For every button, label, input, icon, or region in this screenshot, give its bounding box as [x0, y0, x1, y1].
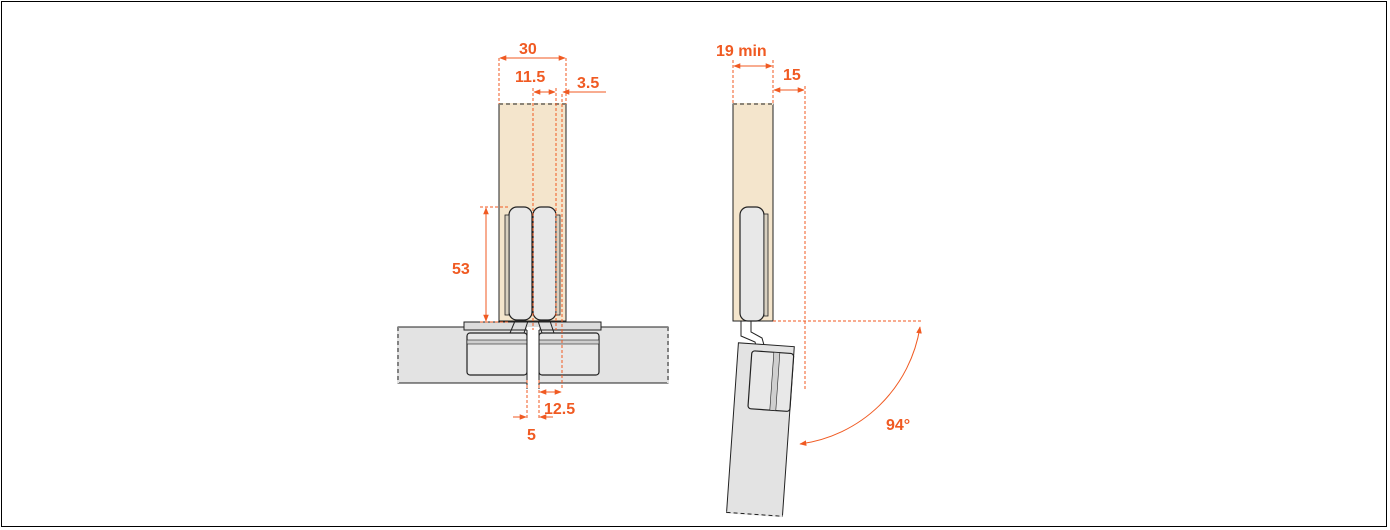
base-block-left — [466, 332, 528, 376]
side-view — [726, 103, 795, 518]
dim-label-3-5: 3.5 — [577, 75, 599, 92]
dim-label-15: 15 — [783, 67, 801, 84]
side-hinge-cup — [739, 206, 765, 322]
dim-label-19-min: 19 min — [716, 43, 767, 60]
front-view — [397, 103, 669, 389]
angle-arc-94 — [799, 326, 922, 446]
dim-label-53: 53 — [452, 261, 470, 278]
dim-label-12-5: 12.5 — [544, 401, 575, 418]
dim-label-30: 30 — [519, 41, 537, 58]
hinge-cup-right — [532, 206, 557, 321]
side-dimensions — [732, 60, 922, 446]
side-base-block — [747, 350, 795, 412]
dim-label-5: 5 — [527, 427, 536, 444]
hinge-cup-left — [508, 206, 533, 321]
dim-label-11-5: 11.5 — [515, 69, 545, 86]
dim-label-94-degrees: 94° — [886, 417, 910, 434]
base-block-right — [538, 332, 600, 376]
front-dimensions — [480, 55, 606, 420]
